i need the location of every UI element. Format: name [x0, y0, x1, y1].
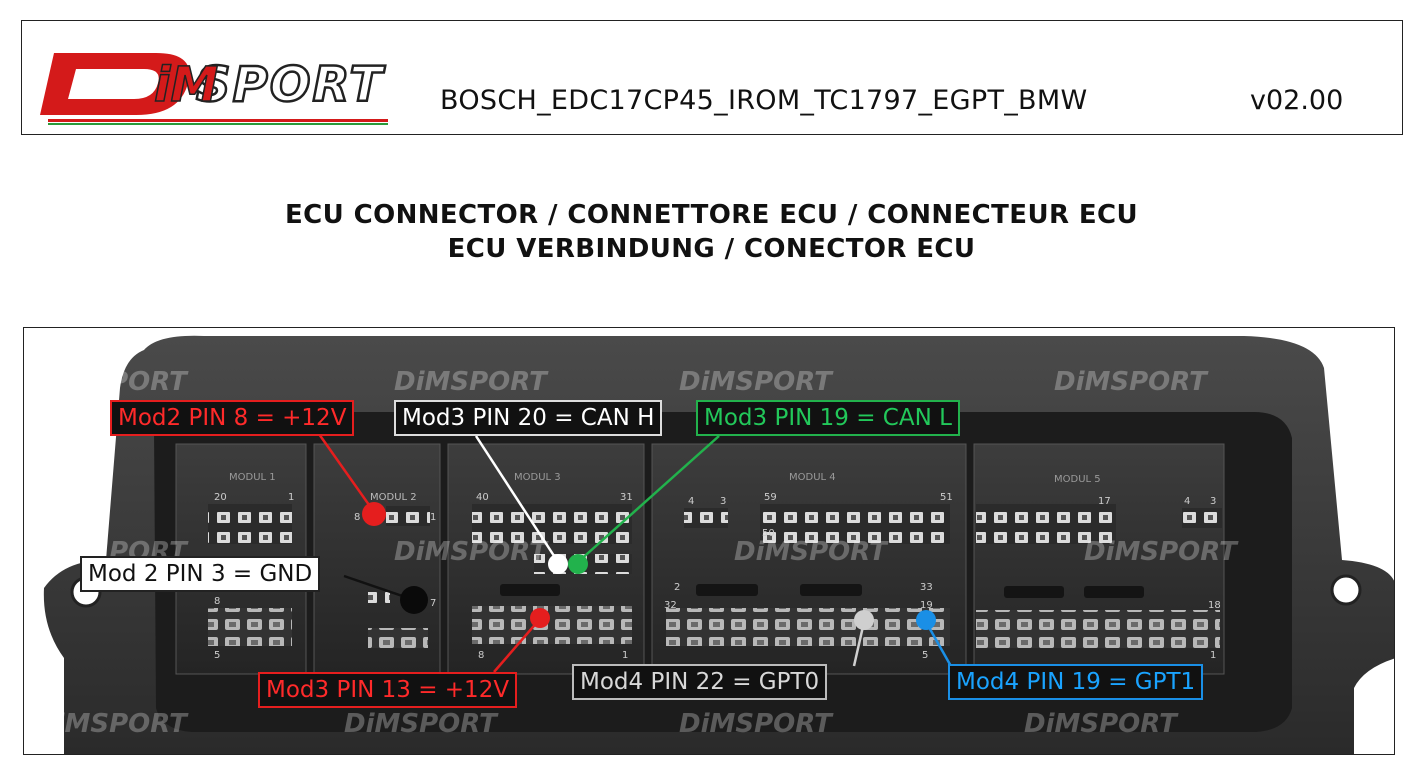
- callout-mod3-pin20: Mod3 PIN 20 = CAN H: [394, 400, 663, 436]
- watermark-text: DiMSPORT: [344, 709, 499, 739]
- leader-line-mod3-pin20: [474, 435, 560, 563]
- label-modul-5: MODUL 5: [1054, 474, 1101, 485]
- modul-1-upper-pins: [208, 504, 292, 544]
- leader-line-mod3-pin19: [577, 435, 720, 563]
- pin-marker-mod2-pin3: [400, 586, 428, 614]
- pin-label: 1: [622, 650, 628, 661]
- leader-line-mod4-pin19: [924, 621, 954, 669]
- document-version: v02.00: [1250, 85, 1344, 116]
- pin-label: 31: [620, 492, 633, 503]
- pin-label: 18: [1208, 600, 1221, 611]
- callout-mod2-pin3: Mod 2 PIN 3 = GND: [80, 556, 321, 592]
- heading-line-1: ECU CONNECTOR / CONNETTORE ECU / CONNECT…: [284, 200, 1138, 230]
- watermark-text: DiMSPORT: [394, 537, 549, 567]
- watermark-text: DiMSPORT: [394, 367, 549, 397]
- watermark-text: DiMSPORT: [34, 367, 189, 397]
- svg-text:SPORT: SPORT: [196, 57, 385, 113]
- pin-label: 3: [1210, 496, 1216, 507]
- pin-marker-mod2-pin8: [362, 502, 386, 526]
- ecu-connector-photo: MODUL 1 MODUL 2 MODUL 3 MODUL 4 MODUL 5 …: [23, 327, 1395, 755]
- pin-marker-mod3-pin19: [568, 554, 588, 574]
- watermark-text: DiMSPORT: [679, 709, 834, 739]
- svg-text:iM: iM: [154, 57, 218, 113]
- pin-label: 32: [664, 600, 677, 611]
- watermark-text: DiMSPORT: [734, 537, 889, 567]
- pin-marker-mod3-pin20: [548, 554, 568, 574]
- pin-label: 2: [674, 582, 680, 593]
- ecu-connector-illustration: MODUL 1 MODUL 2 MODUL 3 MODUL 4 MODUL 5 …: [34, 335, 1394, 754]
- pin-label: 1: [288, 492, 294, 503]
- watermark-text: DiMSPORT: [1024, 709, 1179, 739]
- modul-3-lower-pins: [472, 606, 632, 644]
- pin-label: 4: [1184, 496, 1190, 507]
- pin-label: 8: [478, 650, 484, 661]
- watermark-text: DiMSPORT: [1084, 537, 1239, 567]
- dimsport-logo: SPORT iM: [40, 53, 388, 125]
- modul-5-lower-pins: [976, 610, 1220, 648]
- callout-mod4-pin22: Mod4 PIN 22 = GPT0: [572, 664, 828, 700]
- label-modul-2: MODUL 2: [370, 492, 417, 503]
- pin-label: 3: [720, 496, 726, 507]
- pin-label: 5: [922, 650, 928, 661]
- pin-label: 51: [940, 492, 953, 503]
- document-title: BOSCH_EDC17CP45_IROM_TC1797_EGPT_BMW: [440, 85, 1088, 116]
- pin-label: 1: [1210, 650, 1216, 661]
- modul-2-pins: [368, 628, 428, 648]
- mounting-hole: [1330, 574, 1362, 606]
- pin-label: 19: [920, 600, 933, 611]
- callout-mod4-pin19: Mod4 PIN 19 = GPT1: [948, 664, 1204, 700]
- pin-label: 59: [764, 492, 777, 503]
- callout-mod2-pin8: Mod2 PIN 8 = +12V: [110, 400, 355, 436]
- callout-mod3-pin19: Mod3 PIN 19 = CAN L: [696, 400, 960, 436]
- pin-label: 5: [214, 650, 220, 661]
- modul-4-pins: [684, 508, 728, 528]
- pin-label: 1: [430, 512, 436, 523]
- leader-line-mod3-pin13: [493, 619, 540, 673]
- watermark-text: DiMSPORT: [34, 709, 189, 739]
- watermarks: DiMSPORT DiMSPORT DiMSPORT DiMSPORT DiMS…: [34, 367, 1239, 739]
- pin-label: 8: [354, 512, 360, 523]
- callout-mod3-pin13: Mod3 PIN 13 = +12V: [258, 672, 518, 708]
- pin-label: 8: [214, 596, 220, 607]
- pin-marker-mod4-pin22: [854, 610, 874, 630]
- modul-1-lower-pins: [208, 608, 292, 646]
- modul-4-lower-pins: [666, 608, 950, 646]
- watermark-text: DiMSPORT: [679, 367, 834, 397]
- pin-label: 20: [214, 492, 227, 503]
- modul-5-upper-pins: [976, 504, 1116, 544]
- label-modul-1: MODUL 1: [229, 472, 276, 483]
- modul-2-pins: [386, 506, 430, 526]
- label-modul-3: MODUL 3: [514, 472, 561, 483]
- watermark-text: DiMSPORT: [1054, 367, 1209, 397]
- pin-label: 40: [476, 492, 489, 503]
- modul-4-upper-pins: [760, 504, 950, 544]
- label-modul-4: MODUL 4: [789, 472, 836, 483]
- pin-label: 4: [688, 496, 694, 507]
- pin-label: 17: [1098, 496, 1111, 507]
- heading-line-2: ECU VERBINDUNG / CONECTOR ECU: [447, 234, 976, 264]
- pin-marker-mod4-pin19: [916, 610, 936, 630]
- pin-label: 50: [762, 528, 775, 539]
- pin-marker-mod3-pin13: [530, 608, 550, 628]
- pin-label: 33: [920, 582, 933, 593]
- leader-line-mod2-pin8: [317, 433, 376, 513]
- pin-label: 7: [430, 598, 436, 609]
- modul-2-pins: [368, 590, 390, 610]
- modul-5-pins: [1182, 508, 1222, 528]
- document-header: SPORT iM BOSCH_EDC17CP45_IROM_TC1797_EGP…: [21, 20, 1403, 135]
